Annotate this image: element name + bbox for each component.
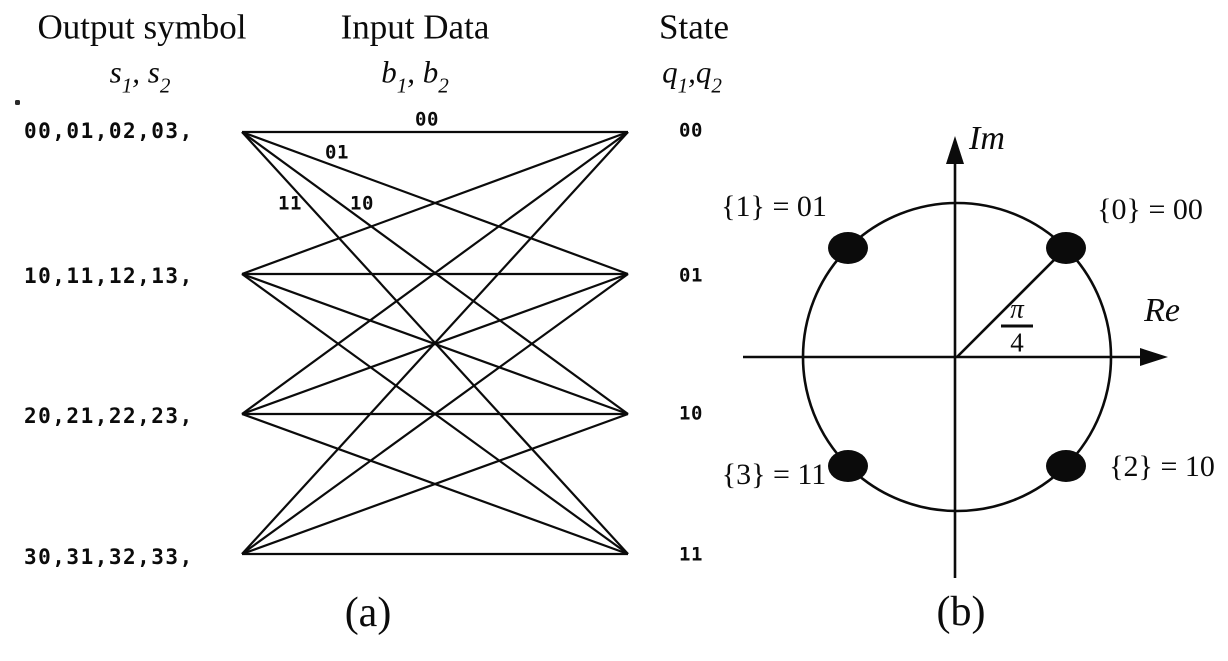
im-axis-label: Im — [969, 120, 1005, 157]
state-label-01: 01 — [679, 264, 703, 287]
trellis-edge — [241, 412, 629, 556]
constellation-point-10 — [1046, 450, 1086, 482]
trellis-edge — [241, 131, 629, 415]
sub-index: 2 — [711, 73, 722, 98]
angle-ray — [956, 247, 1067, 358]
column-header-state: State — [659, 7, 729, 47]
point-label-10: {2} = 10 — [1109, 450, 1215, 483]
column-subheader-q1-q2: q1,q2 — [662, 54, 722, 96]
re-axis-arrowhead-icon — [1140, 348, 1168, 366]
state-label-10: 10 — [679, 402, 703, 425]
branch-label-10: 10 — [350, 192, 374, 215]
column-subheader-s1-s2: s1, s2 — [109, 54, 171, 96]
sub-index: 2 — [159, 73, 171, 98]
column-header-input-data: Input Data — [340, 7, 490, 47]
sub-text: , s — [132, 54, 160, 90]
output-symbols-row: 20,21,22,23, — [24, 404, 194, 428]
constellation-point-01 — [828, 232, 868, 264]
sub-text: ,q — [688, 54, 712, 90]
angle-denominator: 4 — [1010, 327, 1024, 358]
branch-label-01: 01 — [325, 141, 349, 164]
trellis-lines — [241, 130, 629, 556]
column-header-output-symbol: Output symbol — [37, 7, 247, 47]
state-label-11: 11 — [679, 543, 703, 566]
angle-numerator: π — [1010, 293, 1024, 324]
column-subheader-b1-b2: b1, b2 — [381, 54, 449, 96]
angle-fraction: π 4 — [1001, 293, 1033, 358]
fraction-bar — [1001, 324, 1033, 328]
state-label-00: 00 — [679, 119, 703, 142]
point-label-00: {0} = 00 — [1097, 193, 1203, 226]
branch-label-11: 11 — [278, 192, 302, 215]
speck-dot — [15, 100, 20, 105]
output-symbols-row: 30,31,32,33, — [24, 545, 194, 569]
sub-text: , b — [407, 54, 439, 90]
trellis-edge — [241, 131, 629, 555]
output-symbols-row: 00,01,02,03, — [24, 119, 194, 143]
point-label-01: {1} = 01 — [721, 190, 827, 223]
sub-text: q — [662, 54, 678, 90]
point-label-11: {3} = 11 — [721, 458, 827, 491]
trellis-edge — [241, 130, 629, 276]
sub-text: s — [109, 54, 122, 90]
re-axis-label: Re — [1144, 292, 1180, 329]
sub-index: 1 — [121, 73, 133, 98]
trellis-edge — [241, 273, 629, 555]
branch-label-00: 00 — [415, 108, 439, 131]
constellation-point-00 — [1046, 232, 1086, 264]
sub-index: 1 — [396, 73, 408, 98]
sub-index: 1 — [677, 73, 689, 98]
constellation-point-11 — [828, 450, 868, 482]
sub-text: b — [381, 54, 397, 90]
im-axis-arrowhead-icon — [946, 136, 964, 164]
panel-b-caption: (b) — [936, 589, 986, 635]
sub-index: 2 — [438, 73, 449, 98]
panel-a-caption: (a) — [344, 590, 392, 636]
constellation-diagram — [743, 136, 1168, 578]
output-symbols-row: 10,11,12,13, — [24, 264, 194, 288]
